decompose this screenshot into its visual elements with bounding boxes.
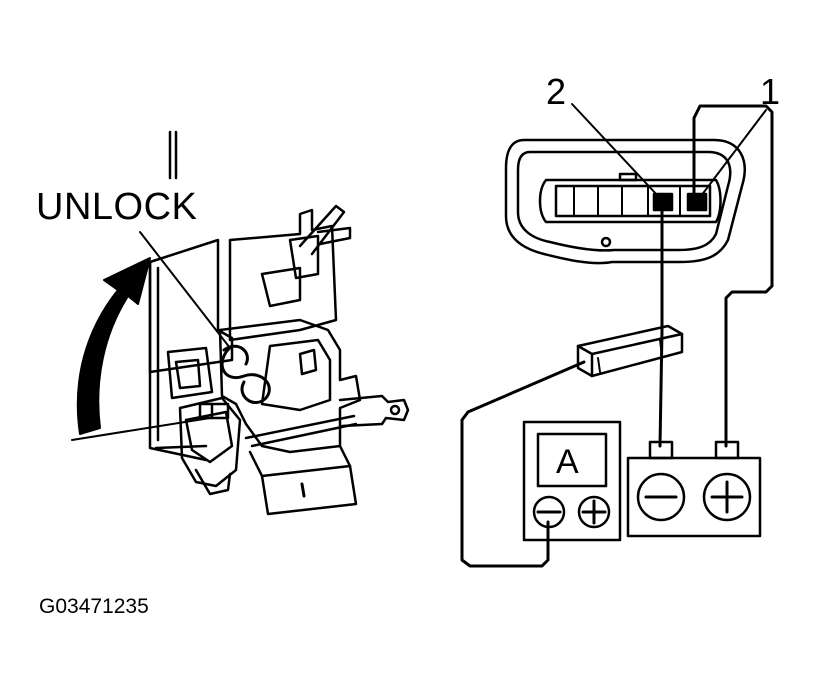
test-wires <box>460 104 774 568</box>
test-probe <box>576 324 684 378</box>
connector-housing <box>504 138 746 265</box>
ammeter-symbol: A <box>556 443 579 481</box>
battery <box>626 440 762 538</box>
figure-code: G03471235 <box>39 595 149 618</box>
arrow-pointer-line <box>71 417 211 441</box>
unlock-leader-line <box>139 231 231 349</box>
minus-icon <box>532 495 566 529</box>
plus-icon <box>702 472 752 522</box>
callout-2-leader <box>571 103 659 197</box>
callout-1-label: 1 <box>760 71 781 112</box>
callout-1-leader <box>697 109 767 201</box>
callout-2-label: 2 <box>546 71 567 112</box>
plus-icon <box>577 495 611 529</box>
curved-arrow-icon <box>76 257 151 435</box>
minus-icon <box>636 472 686 522</box>
unlock-label: UNLOCK <box>36 186 198 228</box>
ammeter <box>522 420 622 542</box>
door-lock-actuator <box>148 130 410 516</box>
